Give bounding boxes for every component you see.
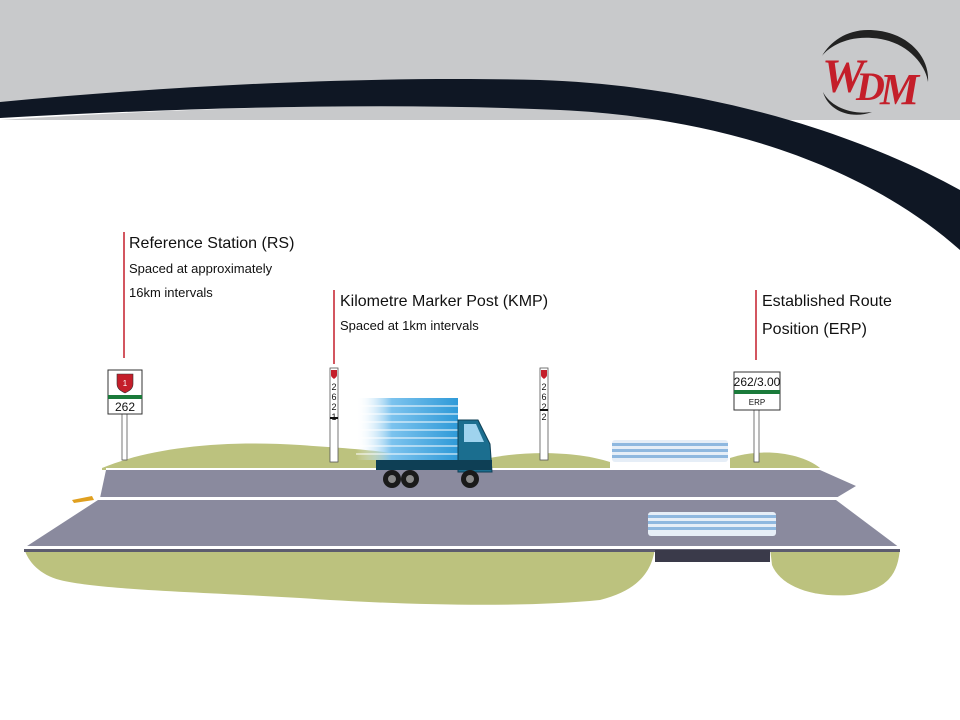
rs-line2: 16km intervals bbox=[129, 285, 213, 300]
erp-title-line1: Established Route bbox=[762, 293, 892, 310]
erp-sign: 262/3.00 ERP bbox=[733, 371, 781, 463]
route-shield-icon bbox=[116, 373, 134, 394]
striped-pad-front bbox=[648, 512, 776, 536]
truck-window bbox=[464, 424, 484, 442]
callout-rs: Reference Station (RS) Spaced at approxi… bbox=[123, 232, 294, 358]
kmp2-band bbox=[540, 409, 548, 411]
road-edge-line bbox=[24, 546, 900, 549]
rs-green-band bbox=[108, 395, 142, 399]
grass-back-left bbox=[102, 443, 400, 470]
grass-areas bbox=[24, 443, 900, 605]
header-swoosh bbox=[0, 78, 960, 250]
truck-cargo-lines bbox=[356, 405, 458, 455]
road-edge-shadow bbox=[24, 549, 900, 552]
grass-back-middle bbox=[490, 453, 610, 470]
kmp1-post bbox=[329, 367, 339, 463]
road-far-lane bbox=[100, 470, 856, 498]
kmp1-band bbox=[330, 417, 338, 419]
logo-letter-m: M bbox=[879, 65, 921, 114]
erp-title-line2: Position (ERP) bbox=[762, 321, 867, 338]
rs-sign-number: 262 bbox=[115, 400, 135, 414]
striped-pad-back bbox=[612, 440, 728, 462]
rs-title: Reference Station (RS) bbox=[129, 235, 294, 252]
reference-station-sign: 1 262 bbox=[107, 369, 143, 461]
erp-sign-label: ERP bbox=[749, 398, 765, 407]
erp-sign-value: 262/3.00 bbox=[734, 375, 781, 389]
kmp2-digit: 2 bbox=[541, 402, 546, 412]
rs-line1: Spaced at approximately bbox=[129, 261, 273, 276]
kmp2-digit: 2 bbox=[541, 382, 546, 392]
grass-front-right bbox=[770, 548, 900, 596]
callout-kmp: Kilometre Marker Post (KMP) Spaced at 1k… bbox=[333, 290, 548, 364]
logo-swoosh-top bbox=[822, 30, 929, 82]
erp-post bbox=[753, 409, 760, 463]
road-center-line bbox=[96, 497, 856, 500]
road-culvert bbox=[655, 550, 770, 562]
kmp1-digit: 1 bbox=[331, 412, 336, 422]
truck-chassis bbox=[376, 460, 492, 470]
kmp2-digit: 2 bbox=[541, 412, 546, 422]
logo-letter-d: D bbox=[855, 64, 885, 109]
kmp1-digit: 2 bbox=[331, 402, 336, 412]
erp-green-band bbox=[734, 390, 780, 394]
kmp1-digit: 2 bbox=[331, 382, 336, 392]
kmp2-digit: 6 bbox=[541, 392, 546, 402]
logo-swoosh-bottom bbox=[823, 92, 872, 115]
header-band bbox=[0, 0, 960, 250]
truck-icon bbox=[356, 398, 493, 488]
rs-shield-number: 1 bbox=[123, 379, 128, 388]
grass-front-left bbox=[24, 548, 655, 605]
kmp-line1: Spaced at 1km intervals bbox=[340, 318, 479, 333]
kmp1-digit: 6 bbox=[331, 392, 336, 402]
kmp1-shield-icon bbox=[331, 370, 337, 379]
grass-back-right bbox=[730, 452, 820, 470]
kmp2-shield-icon bbox=[541, 370, 547, 379]
truck-cargo bbox=[356, 398, 458, 460]
rs-post bbox=[121, 413, 128, 461]
company-logo: W D M bbox=[822, 30, 929, 115]
callout-erp: Established Route Position (ERP) bbox=[755, 290, 892, 360]
logo-letter-w: W bbox=[822, 50, 868, 103]
road-reflector bbox=[72, 496, 94, 503]
kmp-title: Kilometre Marker Post (KMP) bbox=[340, 293, 548, 310]
kmp2-post bbox=[539, 367, 549, 461]
